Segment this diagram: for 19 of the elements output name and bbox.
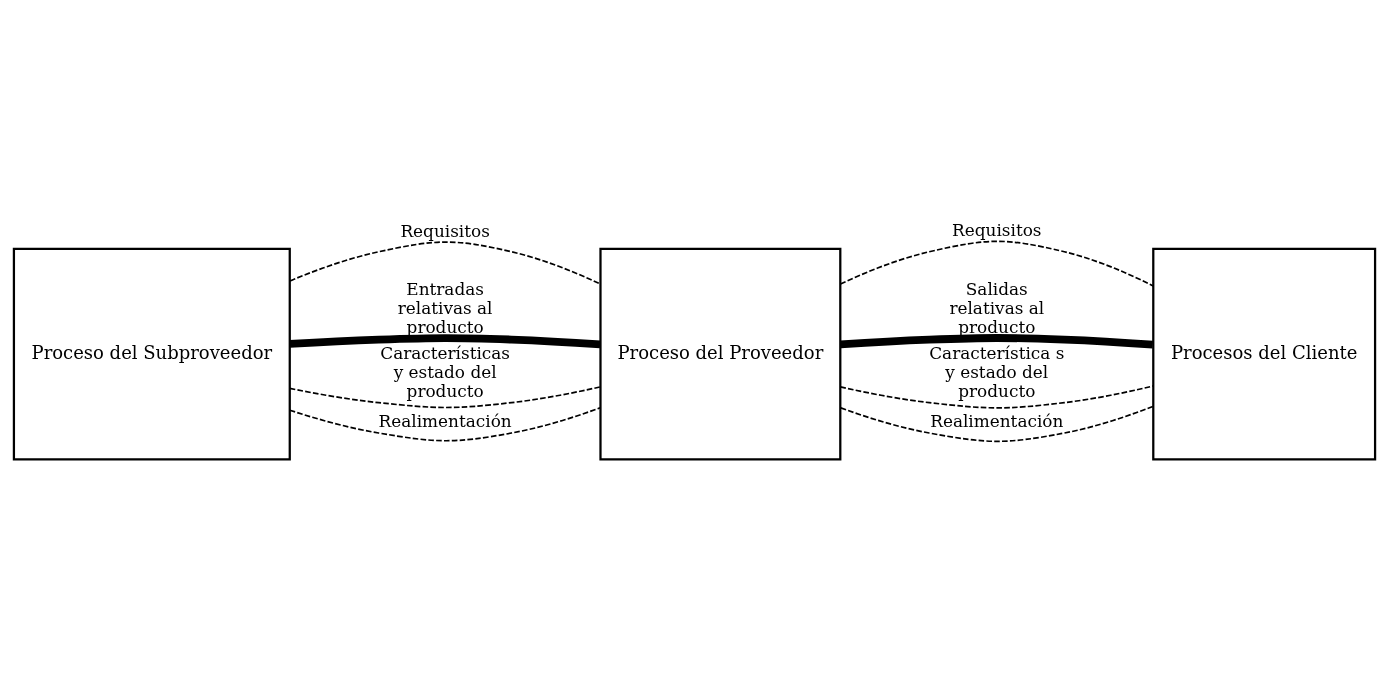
edge-label: Realimentación: [378, 411, 512, 432]
edge-label: Salidas relativas al producto: [949, 278, 1045, 337]
edge-label: Requisitos: [952, 220, 1042, 241]
connector: [289, 334, 601, 349]
connector: [839, 385, 1154, 409]
edge-label: Realimentación: [930, 411, 1064, 432]
edge-label: Requisitos: [400, 221, 490, 242]
connector: [288, 407, 601, 442]
edge-label: Características y estado del producto: [380, 342, 511, 402]
connector: [840, 334, 1154, 349]
connector: [289, 241, 602, 285]
node-box: Proceso del Subproveedor: [12, 247, 291, 461]
node-box: Proceso del Proveedor: [599, 247, 842, 461]
connector: [839, 240, 1155, 287]
connector: [839, 405, 1154, 443]
edge-label: Entradas relativas al producto: [397, 278, 493, 337]
edge-label: Característica s y estado del producto: [929, 342, 1065, 402]
node-box: Procesos del Cliente: [1152, 247, 1377, 461]
connector: [288, 386, 602, 409]
